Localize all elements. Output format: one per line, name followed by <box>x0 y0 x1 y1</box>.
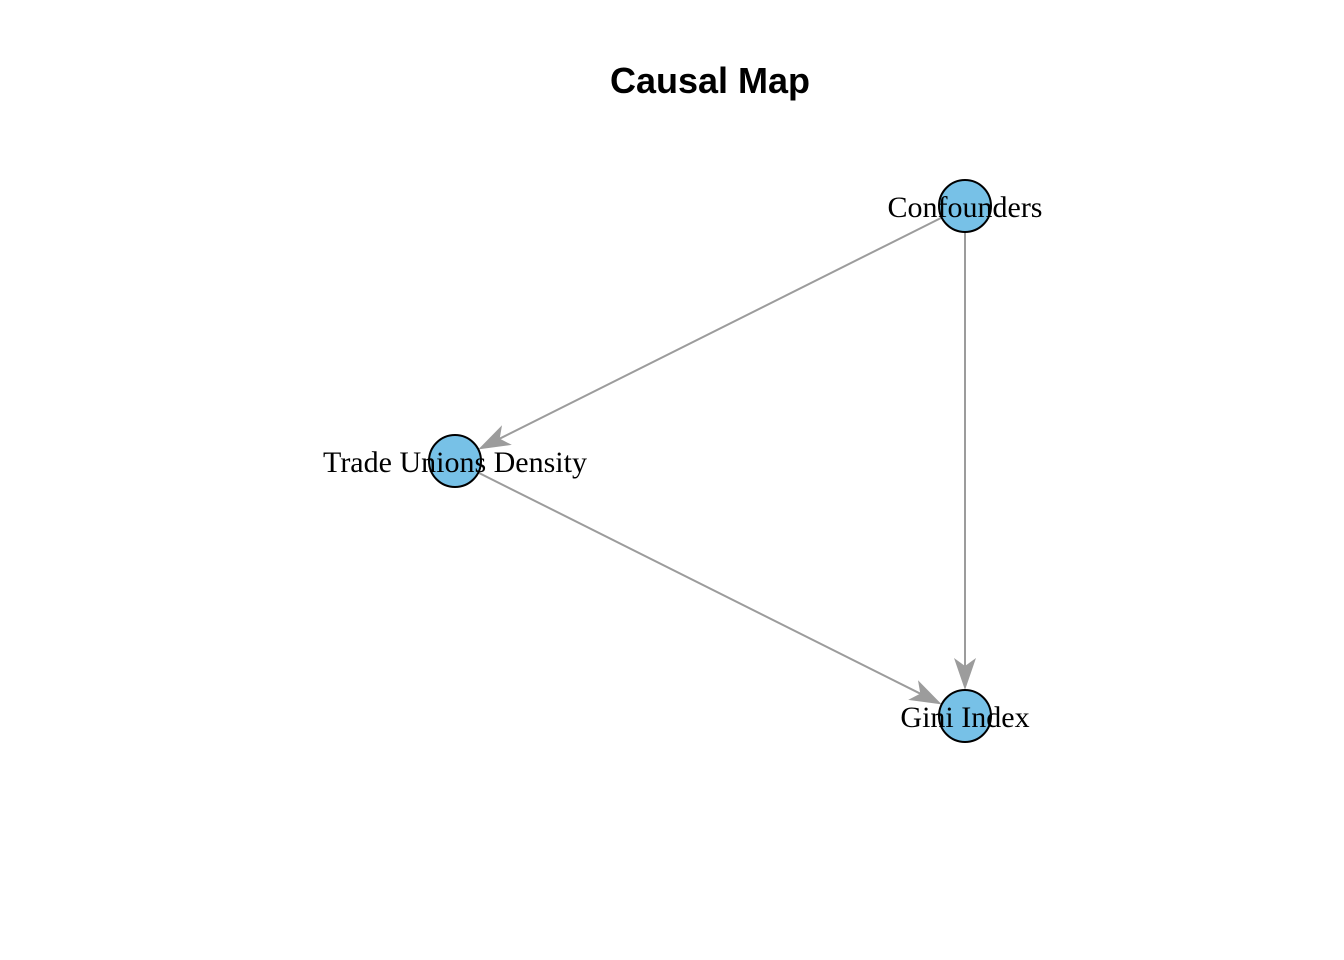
node-gini-index: Gini Index <box>900 689 1030 743</box>
edge-line <box>494 216 943 442</box>
arrowhead-icon <box>478 425 512 450</box>
node-circle <box>938 689 992 743</box>
node-circle <box>938 179 992 233</box>
node-circle <box>428 434 482 488</box>
diagram-title: Causal Map <box>610 60 810 101</box>
arrowhead-icon <box>908 680 942 705</box>
node-label: Gini Index <box>900 701 1029 734</box>
edge-trade_unions_density-to-gini_index <box>477 471 942 705</box>
arrowhead-icon <box>954 658 976 690</box>
edge-confounders-to-trade_unions_density <box>478 216 943 450</box>
edges-layer <box>477 216 976 705</box>
edge-line <box>477 471 926 697</box>
node-label: Confounders <box>888 191 1043 224</box>
edge-confounders-to-gini_index <box>954 232 976 690</box>
node-trade-unions-density: Trade Unions Density <box>323 434 587 488</box>
node-label: Trade Unions Density <box>323 446 587 479</box>
node-confounders: Confounders <box>888 179 1043 233</box>
